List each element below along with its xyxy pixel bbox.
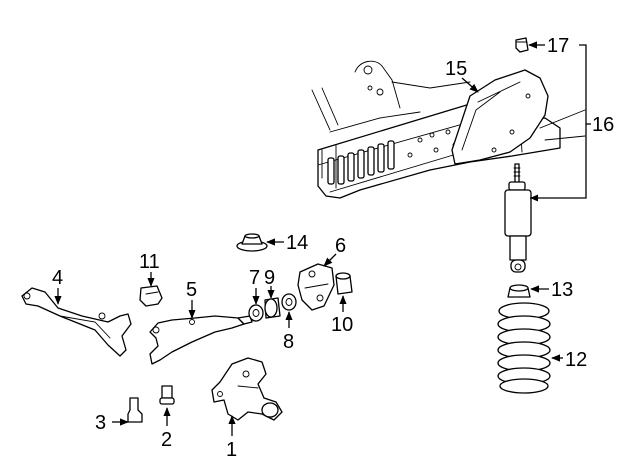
callout-3: 3 xyxy=(95,412,106,434)
frame-rail-slots xyxy=(327,140,395,185)
callout-labels: 1 2 3 4 5 6 7 8 9 10 11 12 13 14 15 16 1… xyxy=(52,35,614,461)
spring-insulator xyxy=(507,284,531,298)
callout-14: 14 xyxy=(286,232,308,254)
callout-16: 16 xyxy=(592,114,614,136)
axle-pivot-bracket xyxy=(297,263,335,311)
callout-11: 11 xyxy=(139,251,160,273)
callout-5: 5 xyxy=(186,279,197,301)
callout-9: 9 xyxy=(264,267,275,289)
callout-4: 4 xyxy=(52,267,63,289)
shock-absorber xyxy=(504,163,532,273)
upper-ball-joint xyxy=(127,397,143,423)
upper-bushing xyxy=(515,37,529,53)
callout-6: 6 xyxy=(335,235,346,257)
bump-stop xyxy=(139,285,163,307)
callout-7: 7 xyxy=(249,267,260,289)
pivot-bushing xyxy=(335,272,353,295)
callout-12: 12 xyxy=(565,349,587,371)
coil-spring xyxy=(497,302,551,394)
callout-13: 13 xyxy=(551,279,573,301)
callout-2: 2 xyxy=(161,429,172,451)
spring-tower-bracket xyxy=(451,69,549,165)
steering-knuckle xyxy=(211,357,283,421)
callout-17: 17 xyxy=(547,35,569,57)
radius-arm xyxy=(149,315,253,365)
callout-8: 8 xyxy=(283,331,294,353)
frame-rail-drawing xyxy=(311,60,586,199)
callout-leaders xyxy=(54,41,591,436)
lower-control-arm xyxy=(21,287,132,357)
callout-15: 15 xyxy=(445,58,467,80)
retainer xyxy=(281,293,297,311)
callout-10: 10 xyxy=(331,314,353,336)
jounce-bumper xyxy=(236,233,268,252)
lower-ball-joint xyxy=(159,385,175,405)
radius-arm-bushing xyxy=(264,297,281,319)
washer xyxy=(248,304,264,322)
callout-1: 1 xyxy=(226,439,237,461)
